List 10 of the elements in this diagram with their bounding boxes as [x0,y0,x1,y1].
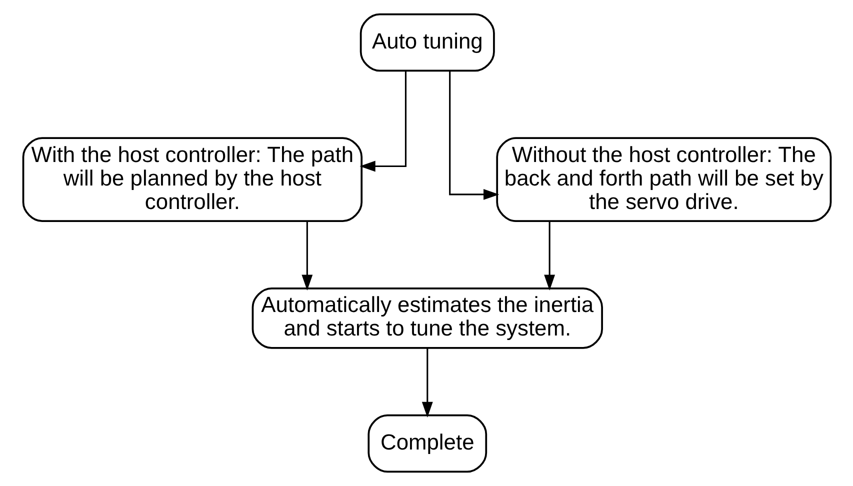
node-box: Complete [367,414,487,473]
node-box: Automatically estimates the inertia and starts to tune the system. [251,287,602,349]
arrow [544,221,555,290]
node-box: Without the host controller: The back and forth path will be set by the servo drive. [496,137,832,222]
arrow [301,221,312,290]
node-box: With the host controller: The path will be planned by the host controller. [22,137,362,222]
node-box: Auto tuning [359,13,494,72]
arrow [359,71,406,172]
arrow [448,71,499,200]
arrow [421,348,432,418]
